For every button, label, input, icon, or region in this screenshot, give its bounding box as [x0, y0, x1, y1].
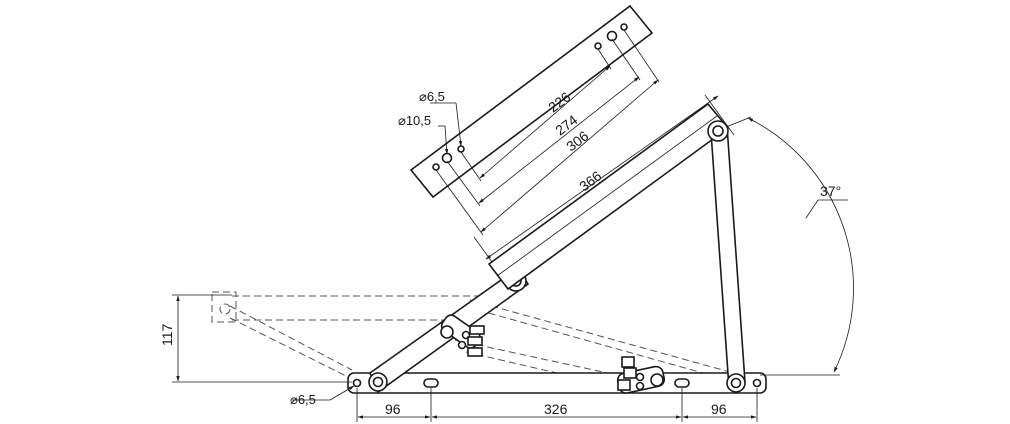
- base-hole-left: [352, 378, 362, 388]
- mounting-plate: [409, 4, 654, 199]
- label-base-right: 96: [711, 401, 727, 417]
- label-angle: 37°: [820, 183, 841, 199]
- base-rail: [347, 372, 767, 394]
- label-base-mid: 326: [544, 401, 568, 417]
- plate-hole-3: [457, 145, 465, 153]
- friction-clip-lower: [616, 356, 666, 394]
- label-base-left: 96: [385, 401, 401, 417]
- plate-hole-6: [620, 23, 628, 31]
- height-dimension: [172, 294, 352, 383]
- base-dimensions: [292, 385, 758, 422]
- plate-hole-4: [594, 42, 602, 50]
- base-hole-right: [752, 378, 762, 388]
- angle-dimension: [725, 116, 854, 376]
- base-slot-left: [423, 378, 439, 388]
- label-hole-small: ⌀6,5: [419, 89, 445, 104]
- label-hole-large: ⌀10,5: [398, 113, 431, 128]
- label-hole-base: ⌀6,5: [290, 392, 316, 407]
- label-height: 117: [159, 323, 175, 346]
- friction-clip-upper: [440, 314, 485, 357]
- right-arm: [707, 120, 746, 393]
- plate-hole-5: [606, 30, 618, 42]
- base-slot-right: [674, 378, 690, 388]
- top-bracket: [487, 102, 730, 291]
- plate-hole-1: [432, 163, 440, 171]
- plate-dimension-lines: [430, 29, 735, 263]
